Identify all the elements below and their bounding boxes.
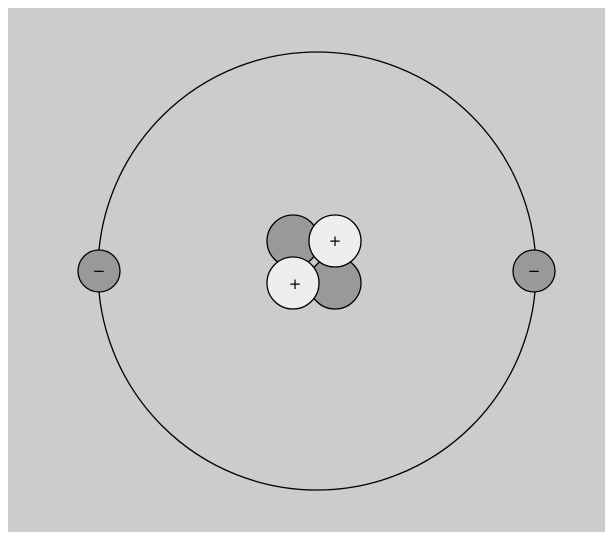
proton-sign: + xyxy=(329,232,342,250)
electron-left: − xyxy=(78,250,120,292)
proton-sign: + xyxy=(289,275,302,293)
electron-sign: − xyxy=(528,262,541,280)
electron-sign: − xyxy=(93,262,106,280)
electron-right: − xyxy=(513,250,555,292)
